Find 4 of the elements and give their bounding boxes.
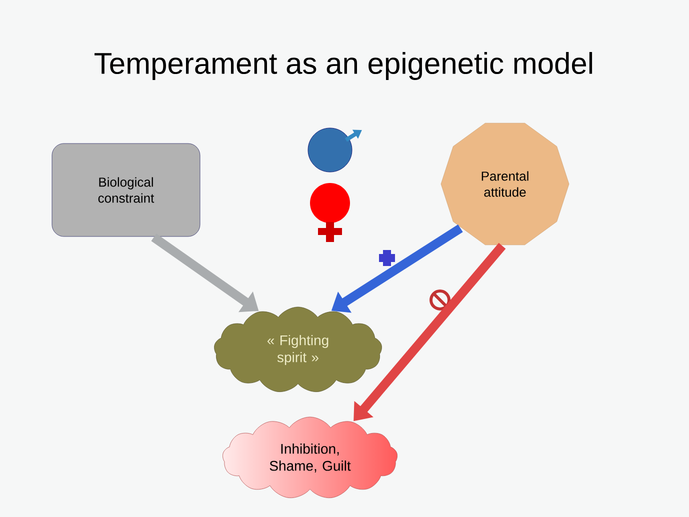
title: Temperament as an epigenetic model	[94, 52, 592, 80]
decagon-node: Parental attitude	[440, 122, 570, 246]
process-box: Biological constraint	[52, 143, 200, 237]
cloud-node: « Fighting spirit »	[214, 306, 382, 392]
